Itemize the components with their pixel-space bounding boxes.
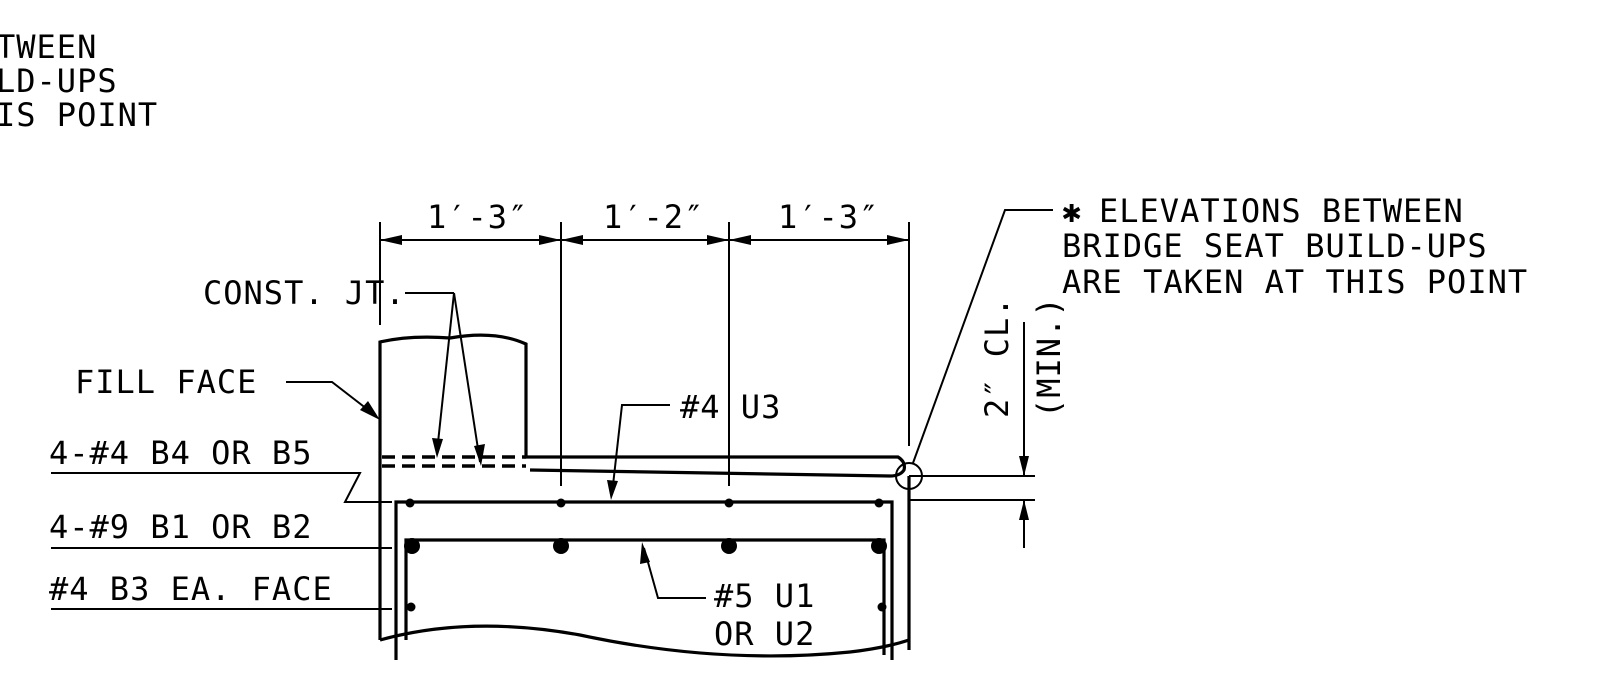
abutment-outline bbox=[378, 333, 911, 658]
rebar-b4 bbox=[724, 498, 734, 508]
const-jt-callout: CONST. JT. bbox=[203, 274, 485, 466]
elevation-note-marker: ✱ bbox=[1062, 192, 1082, 230]
arrowhead bbox=[380, 235, 402, 245]
elevation-note-line-1: ELEVATIONS BETWEEN bbox=[1099, 192, 1464, 230]
rebar-b1 bbox=[871, 538, 887, 554]
partial-note-line-3: IS POINT bbox=[0, 96, 158, 134]
stirrup-u3 bbox=[394, 500, 894, 660]
arrowhead bbox=[707, 235, 729, 245]
rebar-b1 bbox=[404, 538, 420, 554]
clearance-label-line-1: 2″ CL. bbox=[978, 296, 1016, 418]
stirrup-cage bbox=[394, 500, 894, 660]
stirrup-u1 bbox=[404, 538, 886, 655]
elevation-point-callout: ✱ ELEVATIONS BETWEEN BRIDGE SEAT BUILD-U… bbox=[895, 192, 1528, 490]
partial-note-line-2: LD-UPS bbox=[0, 62, 118, 100]
leader-line bbox=[286, 381, 377, 417]
seat-outline bbox=[378, 333, 906, 640]
rebar-b4 bbox=[556, 498, 566, 508]
rebar-b4 bbox=[874, 498, 884, 508]
dimension-2: 1′-2″ bbox=[603, 198, 704, 236]
dimension-string: 1′-3″ 1′-2″ 1′-3″ bbox=[379, 198, 910, 486]
arrowhead bbox=[360, 401, 380, 420]
arrowhead bbox=[887, 235, 909, 245]
fill-face-callout: FILL FACE bbox=[75, 363, 380, 420]
rebar-dots bbox=[404, 498, 887, 612]
u3-callout: #4 U3 bbox=[607, 388, 781, 500]
u3-label: #4 U3 bbox=[680, 388, 781, 426]
arrowhead bbox=[640, 542, 650, 564]
arrowhead bbox=[474, 444, 485, 466]
rebar-b3 bbox=[877, 602, 887, 612]
leader-line bbox=[51, 472, 392, 503]
leader-line bbox=[912, 209, 1053, 464]
leader-line bbox=[643, 547, 706, 599]
arrowhead bbox=[539, 235, 561, 245]
u1-label-line-2: OR U2 bbox=[714, 615, 815, 653]
partial-note-line-1: TWEEN bbox=[0, 28, 97, 66]
const-jt-label: CONST. JT. bbox=[203, 274, 406, 312]
leader-line bbox=[611, 404, 670, 495]
break-line bbox=[379, 624, 910, 658]
arrowhead bbox=[729, 235, 751, 245]
bar-callouts: 4-#4 B4 OR B5 4-#9 B1 OR B2 #4 B3 EA. FA… bbox=[49, 434, 392, 610]
arrowhead bbox=[561, 235, 583, 245]
arrowhead bbox=[1019, 500, 1029, 520]
clearance-dimension: 2″ CL. (MIN.) bbox=[909, 296, 1068, 548]
bar-b4-b5-label: 4-#4 B4 OR B5 bbox=[49, 434, 312, 472]
bar-b1-b2-label: 4-#9 B1 OR B2 bbox=[49, 508, 312, 546]
dimension-3: 1′-3″ bbox=[778, 198, 879, 236]
arrowhead bbox=[1019, 456, 1029, 476]
fill-face-label: FILL FACE bbox=[75, 363, 257, 401]
arrowhead bbox=[607, 480, 618, 500]
leader-line bbox=[436, 292, 455, 453]
bar-b3-label: #4 B3 EA. FACE bbox=[49, 570, 333, 608]
rebar-b3 bbox=[406, 602, 416, 612]
elevation-note-line-3: ARE TAKEN AT THIS POINT bbox=[1062, 263, 1528, 301]
arrowhead bbox=[432, 438, 443, 458]
u1-label-line-1: #5 U1 bbox=[714, 577, 815, 615]
rebar-b1 bbox=[553, 538, 569, 554]
leader-line bbox=[453, 292, 481, 463]
rebar-b1 bbox=[721, 538, 737, 554]
elevation-note-line-2: BRIDGE SEAT BUILD-UPS bbox=[1062, 227, 1488, 265]
clearance-label-line-2: (MIN.) bbox=[1030, 296, 1068, 418]
u1-callout: #5 U1 OR U2 bbox=[640, 542, 815, 653]
dimension-1: 1′-3″ bbox=[427, 198, 528, 236]
rebar-b4 bbox=[405, 498, 415, 508]
